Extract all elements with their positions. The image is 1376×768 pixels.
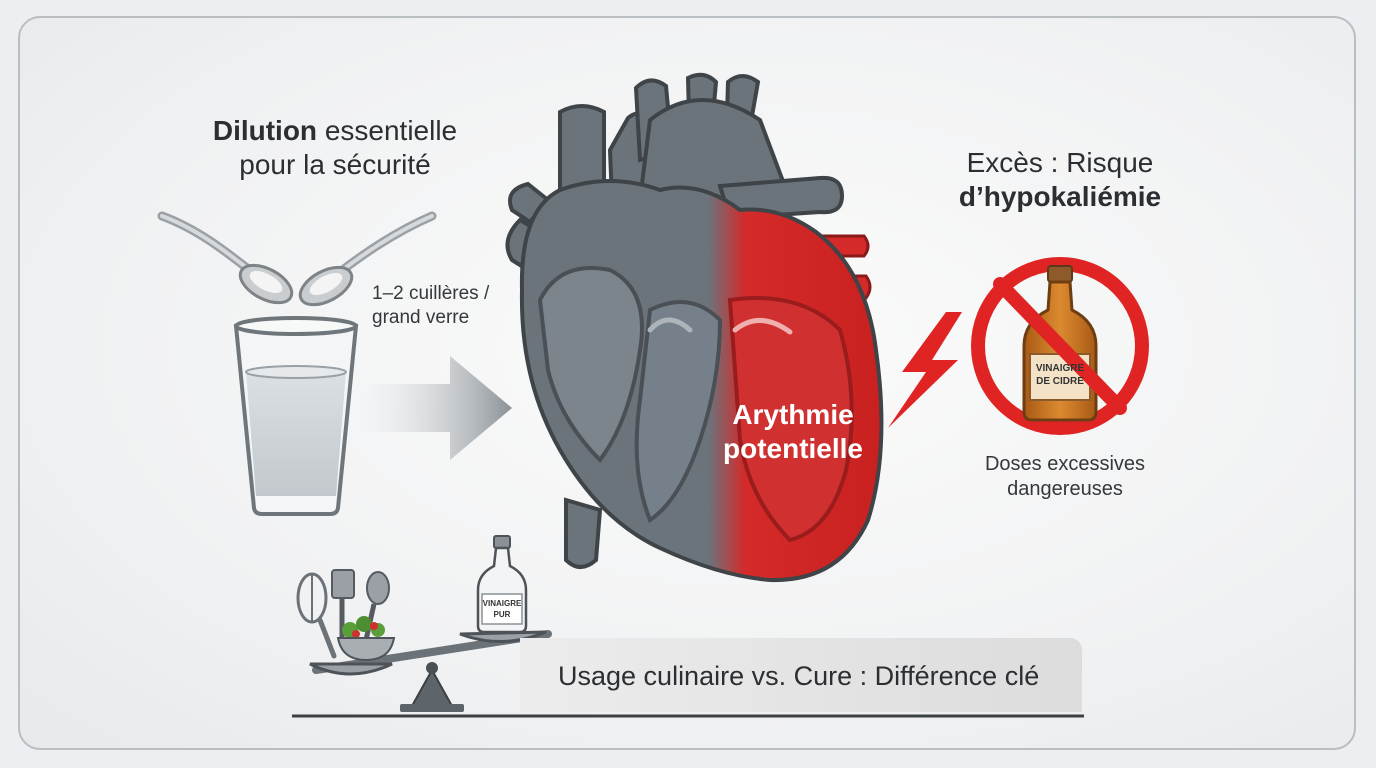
kitchen-utensils-icon [296,569,390,659]
spoon-dose-line2: grand verre [372,307,470,328]
banner-text: Usage culinaire vs. Cure : Différence cl… [558,661,1040,691]
arrhythmia-line2: potentielle [722,433,863,464]
spoon-dose-label: 1–2 cuillères / grand verre [372,282,512,330]
excess-title: Excès : Risque d’hypokaliémie [930,146,1190,214]
salad-bowl-icon [336,616,396,662]
spoon-right-icon [298,211,437,307]
excess-title-line1: Excès : Risque [966,147,1154,178]
prohibited-vinegar-icon [971,257,1149,435]
dilution-title-bold: Dilution [212,115,318,146]
arrhythmia-label: Arythmie potentielle [698,398,888,466]
arrhythmia-line1: Arythmie [732,399,854,430]
doses-line2: dangereuses [1007,478,1123,500]
dilution-title-line2: pour la sécurité [239,149,431,180]
water-glass-icon [233,316,359,516]
cider-bottle-line2: DE CIDRE [1036,376,1084,387]
lightning-icon [888,312,962,428]
heart-icon [505,72,884,583]
spoon-dose-line1: 1–2 cuillères / [372,283,490,304]
vinegar-bottle-icon [476,535,528,634]
spoon-left-icon [157,211,294,305]
excess-title-line2: d’hypokaliémie [958,181,1162,212]
flow-arrow-icon [366,356,512,460]
balance-scale-icon [292,535,1084,718]
key-difference-banner [520,638,1082,712]
cider-bottle-line1: VINAIGRE [1035,363,1085,374]
doses-warning: Doses excessives dangereuses [960,452,1170,502]
dilution-title-rest: essentielle [317,115,458,146]
doses-line1: Doses excessives [984,453,1146,475]
cider-bottle-label: VINAIGRE DE CIDRE [1030,362,1090,388]
dilution-title: Dilution essentielle pour la sécurité [150,114,520,182]
pure-bottle-line2: PUR [493,610,511,619]
pure-bottle-label: VINAIGRE PUR [480,598,524,620]
pure-bottle-line1: VINAIGRE [482,599,522,608]
